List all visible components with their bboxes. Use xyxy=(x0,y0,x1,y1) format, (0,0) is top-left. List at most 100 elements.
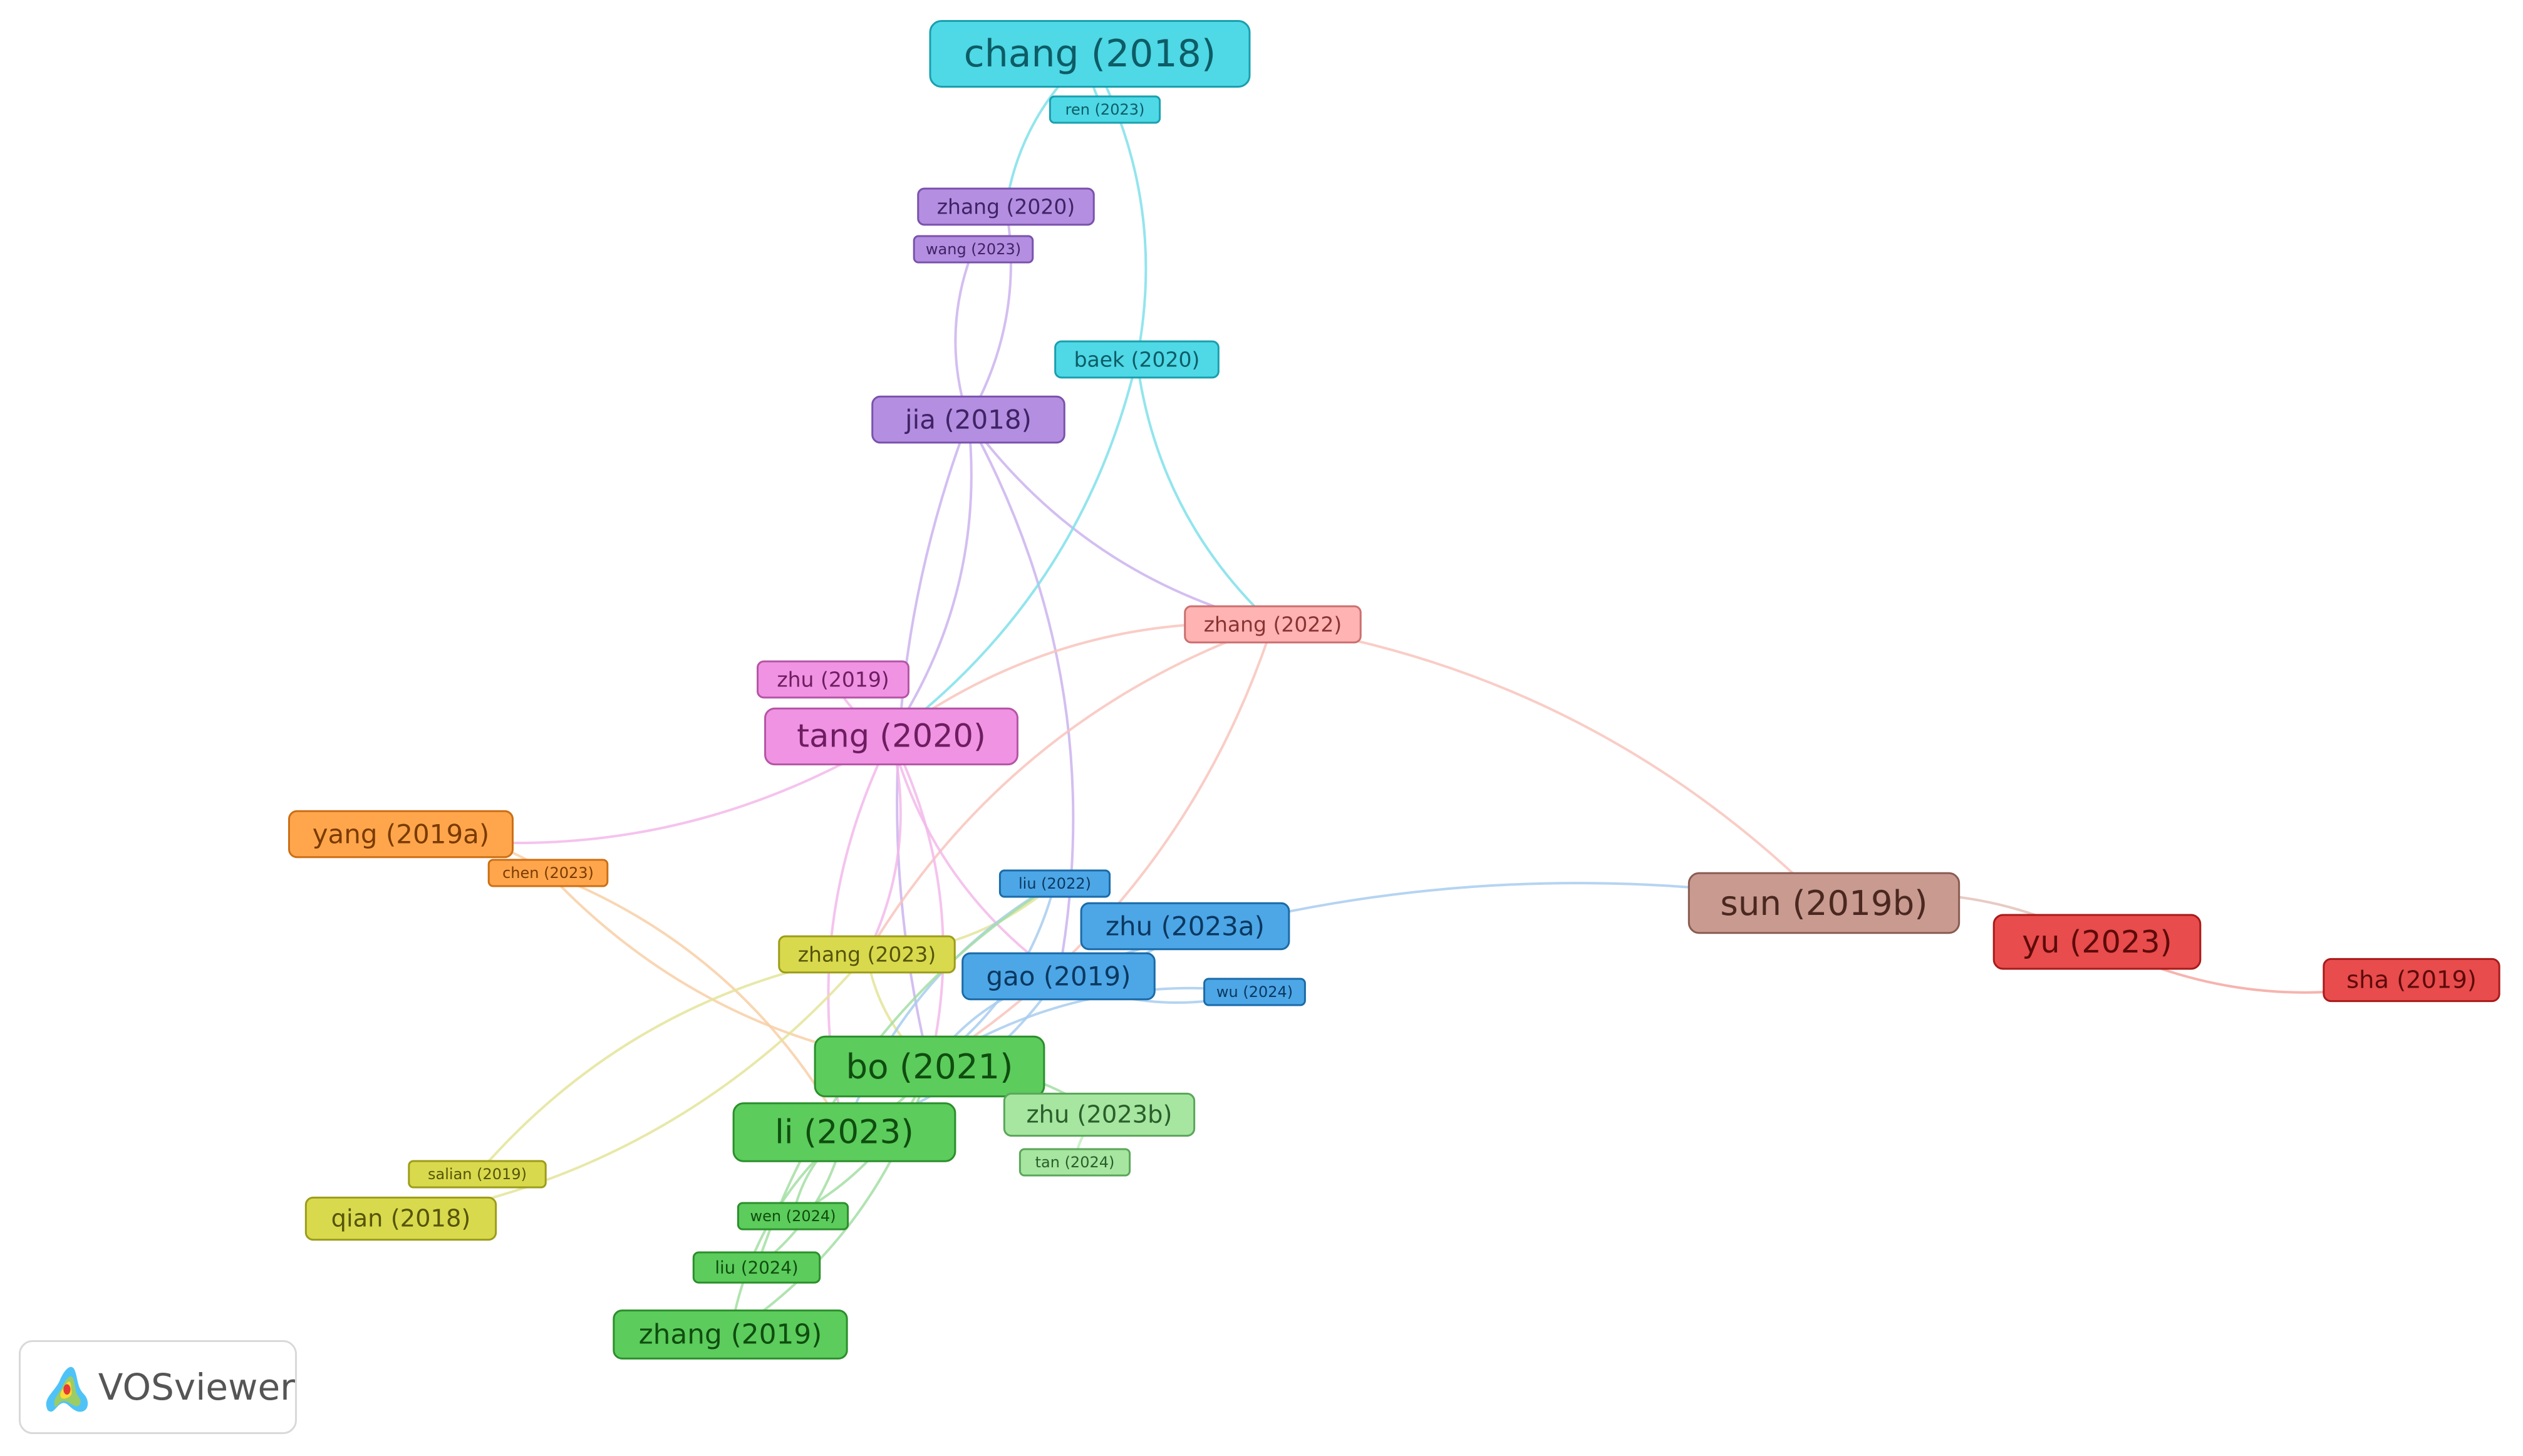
edge-chen2023-li2023 xyxy=(547,872,846,1133)
edge-zhang2022-zhang2023 xyxy=(866,623,1273,956)
node-zhang2020[interactable]: zhang (2020) xyxy=(917,187,1095,226)
node-label: sun (2019b) xyxy=(1720,883,1927,923)
edge-tang2020-gao2019 xyxy=(890,736,1060,978)
node-box xyxy=(1003,1092,1196,1137)
node-label: baek (2020) xyxy=(1074,348,1200,372)
node-box xyxy=(917,187,1095,226)
node-yang2019a[interactable]: yang (2019a) xyxy=(288,810,514,859)
node-box xyxy=(1018,1148,1131,1177)
node-label: chen (2023) xyxy=(502,864,594,882)
edge-jia2018-tang2020 xyxy=(890,419,973,738)
node-box xyxy=(998,869,1111,898)
node-box xyxy=(778,935,956,974)
node-label: zhu (2023a) xyxy=(1106,911,1265,942)
edge-li2023-zhang2019 xyxy=(729,1131,846,1335)
network-edges xyxy=(400,53,2412,1336)
node-gao2019[interactable]: gao (2019) xyxy=(961,952,1156,1001)
node-zhu2023b[interactable]: zhu (2023b) xyxy=(1003,1092,1196,1137)
node-label: yu (2023) xyxy=(2022,924,2172,960)
node-bo2021[interactable]: bo (2021) xyxy=(814,1035,1045,1098)
node-box xyxy=(913,235,1034,264)
node-label: chang (2018) xyxy=(964,32,1216,76)
node-box xyxy=(1203,978,1306,1006)
node-salian2019[interactable]: salian (2019) xyxy=(408,1160,547,1189)
node-zhang2023[interactable]: zhang (2023) xyxy=(778,935,956,974)
edge-jia2018-zhang2022 xyxy=(967,418,1273,626)
node-yu2023[interactable]: yu (2023) xyxy=(1992,914,2202,970)
node-sun2019b[interactable]: sun (2019b) xyxy=(1687,872,1961,934)
node-label: li (2023) xyxy=(775,1113,914,1152)
edge-baek2020-zhang2022 xyxy=(1136,359,1274,626)
node-box xyxy=(1992,914,2202,970)
node-zhang2022[interactable]: zhang (2022) xyxy=(1184,605,1362,644)
node-label: sha (2019) xyxy=(2346,966,2477,994)
node-box xyxy=(408,1160,547,1189)
node-box xyxy=(871,395,1065,444)
node-label: zhang (2023) xyxy=(798,942,936,967)
node-label: salian (2019) xyxy=(428,1165,527,1183)
edge-tang2020-zhang2023 xyxy=(866,736,902,955)
node-box xyxy=(732,1102,956,1162)
node-zhu2023a[interactable]: zhu (2023a) xyxy=(1080,902,1290,951)
node-label: liu (2022) xyxy=(1018,875,1091,892)
node-box xyxy=(1184,605,1362,644)
node-label: jia (2018) xyxy=(904,405,1032,435)
node-box xyxy=(304,1196,497,1241)
node-tan2024[interactable]: tan (2024) xyxy=(1018,1148,1131,1177)
node-liu2024[interactable]: liu (2024) xyxy=(692,1251,821,1284)
node-tang2020[interactable]: tang (2020) xyxy=(764,707,1018,766)
node-label: qian (2018) xyxy=(331,1205,471,1233)
node-label: wu (2024) xyxy=(1216,983,1293,1001)
node-box xyxy=(692,1251,821,1284)
node-box xyxy=(487,859,609,887)
node-label: wang (2023) xyxy=(926,240,1021,258)
node-box xyxy=(929,20,1251,88)
node-qian2018[interactable]: qian (2018) xyxy=(304,1196,497,1241)
node-box xyxy=(1054,340,1220,379)
node-wang2023[interactable]: wang (2023) xyxy=(913,235,1034,264)
node-box xyxy=(1687,872,1961,934)
edge-zhang2022-sun2019b xyxy=(1272,623,1825,904)
node-label: tan (2024) xyxy=(1035,1154,1115,1171)
node-box xyxy=(1049,95,1161,124)
node-label: yang (2019a) xyxy=(313,819,490,850)
node-chen2023[interactable]: chen (2023) xyxy=(487,859,609,887)
node-label: zhang (2019) xyxy=(639,1319,822,1351)
vosviewer-badge[interactable]: VOSviewer xyxy=(19,1340,297,1434)
node-wen2024[interactable]: wen (2024) xyxy=(737,1202,849,1231)
node-label: zhang (2022) xyxy=(1204,612,1342,637)
node-box xyxy=(1080,902,1290,951)
node-label: zhu (2019) xyxy=(777,668,889,692)
node-zhu2019[interactable]: zhu (2019) xyxy=(757,660,909,699)
node-box xyxy=(288,810,514,859)
node-liu2022[interactable]: liu (2022) xyxy=(998,869,1111,898)
node-label: zhang (2020) xyxy=(937,195,1075,219)
node-baek2020[interactable]: baek (2020) xyxy=(1054,340,1220,379)
node-box xyxy=(613,1309,848,1360)
node-zhang2019[interactable]: zhang (2019) xyxy=(613,1309,848,1360)
network-nodes: chang (2018) ren (2023) zhang (2020) wang (… xyxy=(288,20,2500,1360)
brand-name: VOSviewer xyxy=(98,1366,295,1408)
node-box xyxy=(764,707,1018,766)
node-box xyxy=(757,660,909,699)
node-li2023[interactable]: li (2023) xyxy=(732,1102,956,1162)
node-label: gao (2019) xyxy=(986,961,1131,992)
node-chang2018[interactable]: chang (2018) xyxy=(929,20,1251,88)
node-label: wen (2024) xyxy=(750,1207,836,1225)
node-jia2018[interactable]: jia (2018) xyxy=(871,395,1065,444)
edge-baek2020-tang2020 xyxy=(890,359,1138,738)
vosviewer-logo-icon xyxy=(46,1366,88,1412)
node-box xyxy=(737,1202,849,1231)
node-label: tang (2020) xyxy=(797,718,986,755)
edge-zhang2022-bo2021 xyxy=(928,624,1274,1068)
node-wu2024[interactable]: wu (2024) xyxy=(1203,978,1306,1006)
edge-chang2018-baek2020 xyxy=(1089,53,1148,360)
node-ren2023[interactable]: ren (2023) xyxy=(1049,95,1161,124)
node-box xyxy=(961,952,1156,1001)
node-box xyxy=(814,1035,1045,1098)
node-label: liu (2024) xyxy=(715,1257,798,1278)
node-box xyxy=(2323,958,2500,1003)
node-label: ren (2023) xyxy=(1065,101,1145,118)
node-sha2019[interactable]: sha (2019) xyxy=(2323,958,2500,1003)
